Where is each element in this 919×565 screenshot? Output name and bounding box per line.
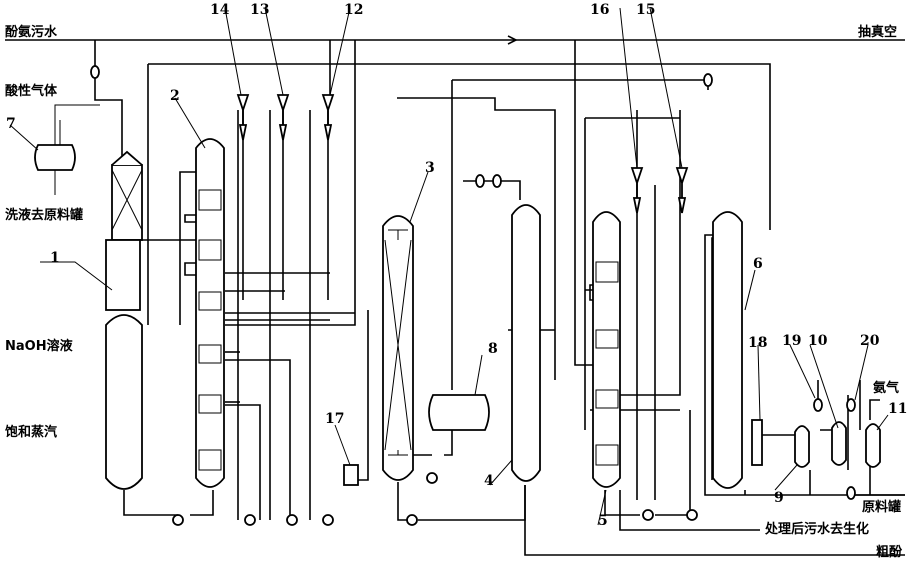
num-6: 6 xyxy=(753,256,763,272)
exchanger-18 xyxy=(751,419,763,466)
label-vacuum: 抽真空 xyxy=(858,24,897,40)
tank-8 xyxy=(428,394,490,431)
valves xyxy=(90,65,856,500)
label-crude-phenol: 粗酚 xyxy=(876,544,903,560)
num-4: 4 xyxy=(484,473,494,489)
box-17 xyxy=(343,464,359,486)
num-17: 17 xyxy=(325,411,344,427)
column-6 xyxy=(712,211,743,489)
equipment-numbers: 1 2 3 4 5 6 7 8 9 10 11 12 13 14 15 16 1… xyxy=(6,2,907,529)
num-19: 19 xyxy=(782,333,801,349)
column-2 xyxy=(195,138,225,488)
injectors xyxy=(236,94,689,214)
num-5: 5 xyxy=(598,513,608,529)
num-3: 3 xyxy=(425,160,435,176)
num-7: 7 xyxy=(6,116,16,132)
label-raw-tank: 原料罐 xyxy=(862,499,901,515)
num-18: 18 xyxy=(748,335,767,351)
label-treated-wastewater: 处理后污水去生化 xyxy=(764,521,869,537)
num-11: 11 xyxy=(888,401,907,417)
small-vessels xyxy=(794,421,881,468)
label-acid-gas: 酸性气体 xyxy=(5,83,58,99)
num-8: 8 xyxy=(488,341,498,357)
num-13: 13 xyxy=(250,2,269,18)
pumps xyxy=(172,472,698,526)
label-naoh: NaOH溶液 xyxy=(5,338,73,354)
column-4 xyxy=(511,204,541,482)
num-12: 12 xyxy=(344,2,363,18)
text-labels: 酚氨污水 酸性气体 洗液去原料罐 NaOH溶液 饱和蒸汽 抽真空 氨气 原料罐 … xyxy=(4,24,903,560)
label-phenol-ammonia-wastewater: 酚氨污水 xyxy=(5,24,58,40)
column-3 xyxy=(382,215,414,481)
num-14: 14 xyxy=(210,2,230,18)
column-1 xyxy=(105,150,143,490)
label-saturated-steam: 饱和蒸汽 xyxy=(4,424,57,440)
num-10: 10 xyxy=(808,333,828,349)
num-15: 15 xyxy=(636,2,655,18)
num-16: 16 xyxy=(590,2,609,18)
label-ammonia-gas: 氨气 xyxy=(872,380,899,396)
num-2: 2 xyxy=(170,88,180,104)
label-wash-liquid: 洗液去原料罐 xyxy=(5,207,83,223)
leader-lines xyxy=(9,7,889,526)
num-9: 9 xyxy=(774,490,784,506)
num-1: 1 xyxy=(50,250,60,266)
column-5 xyxy=(592,211,621,488)
tank-7 xyxy=(34,104,100,195)
num-20: 20 xyxy=(860,333,880,349)
